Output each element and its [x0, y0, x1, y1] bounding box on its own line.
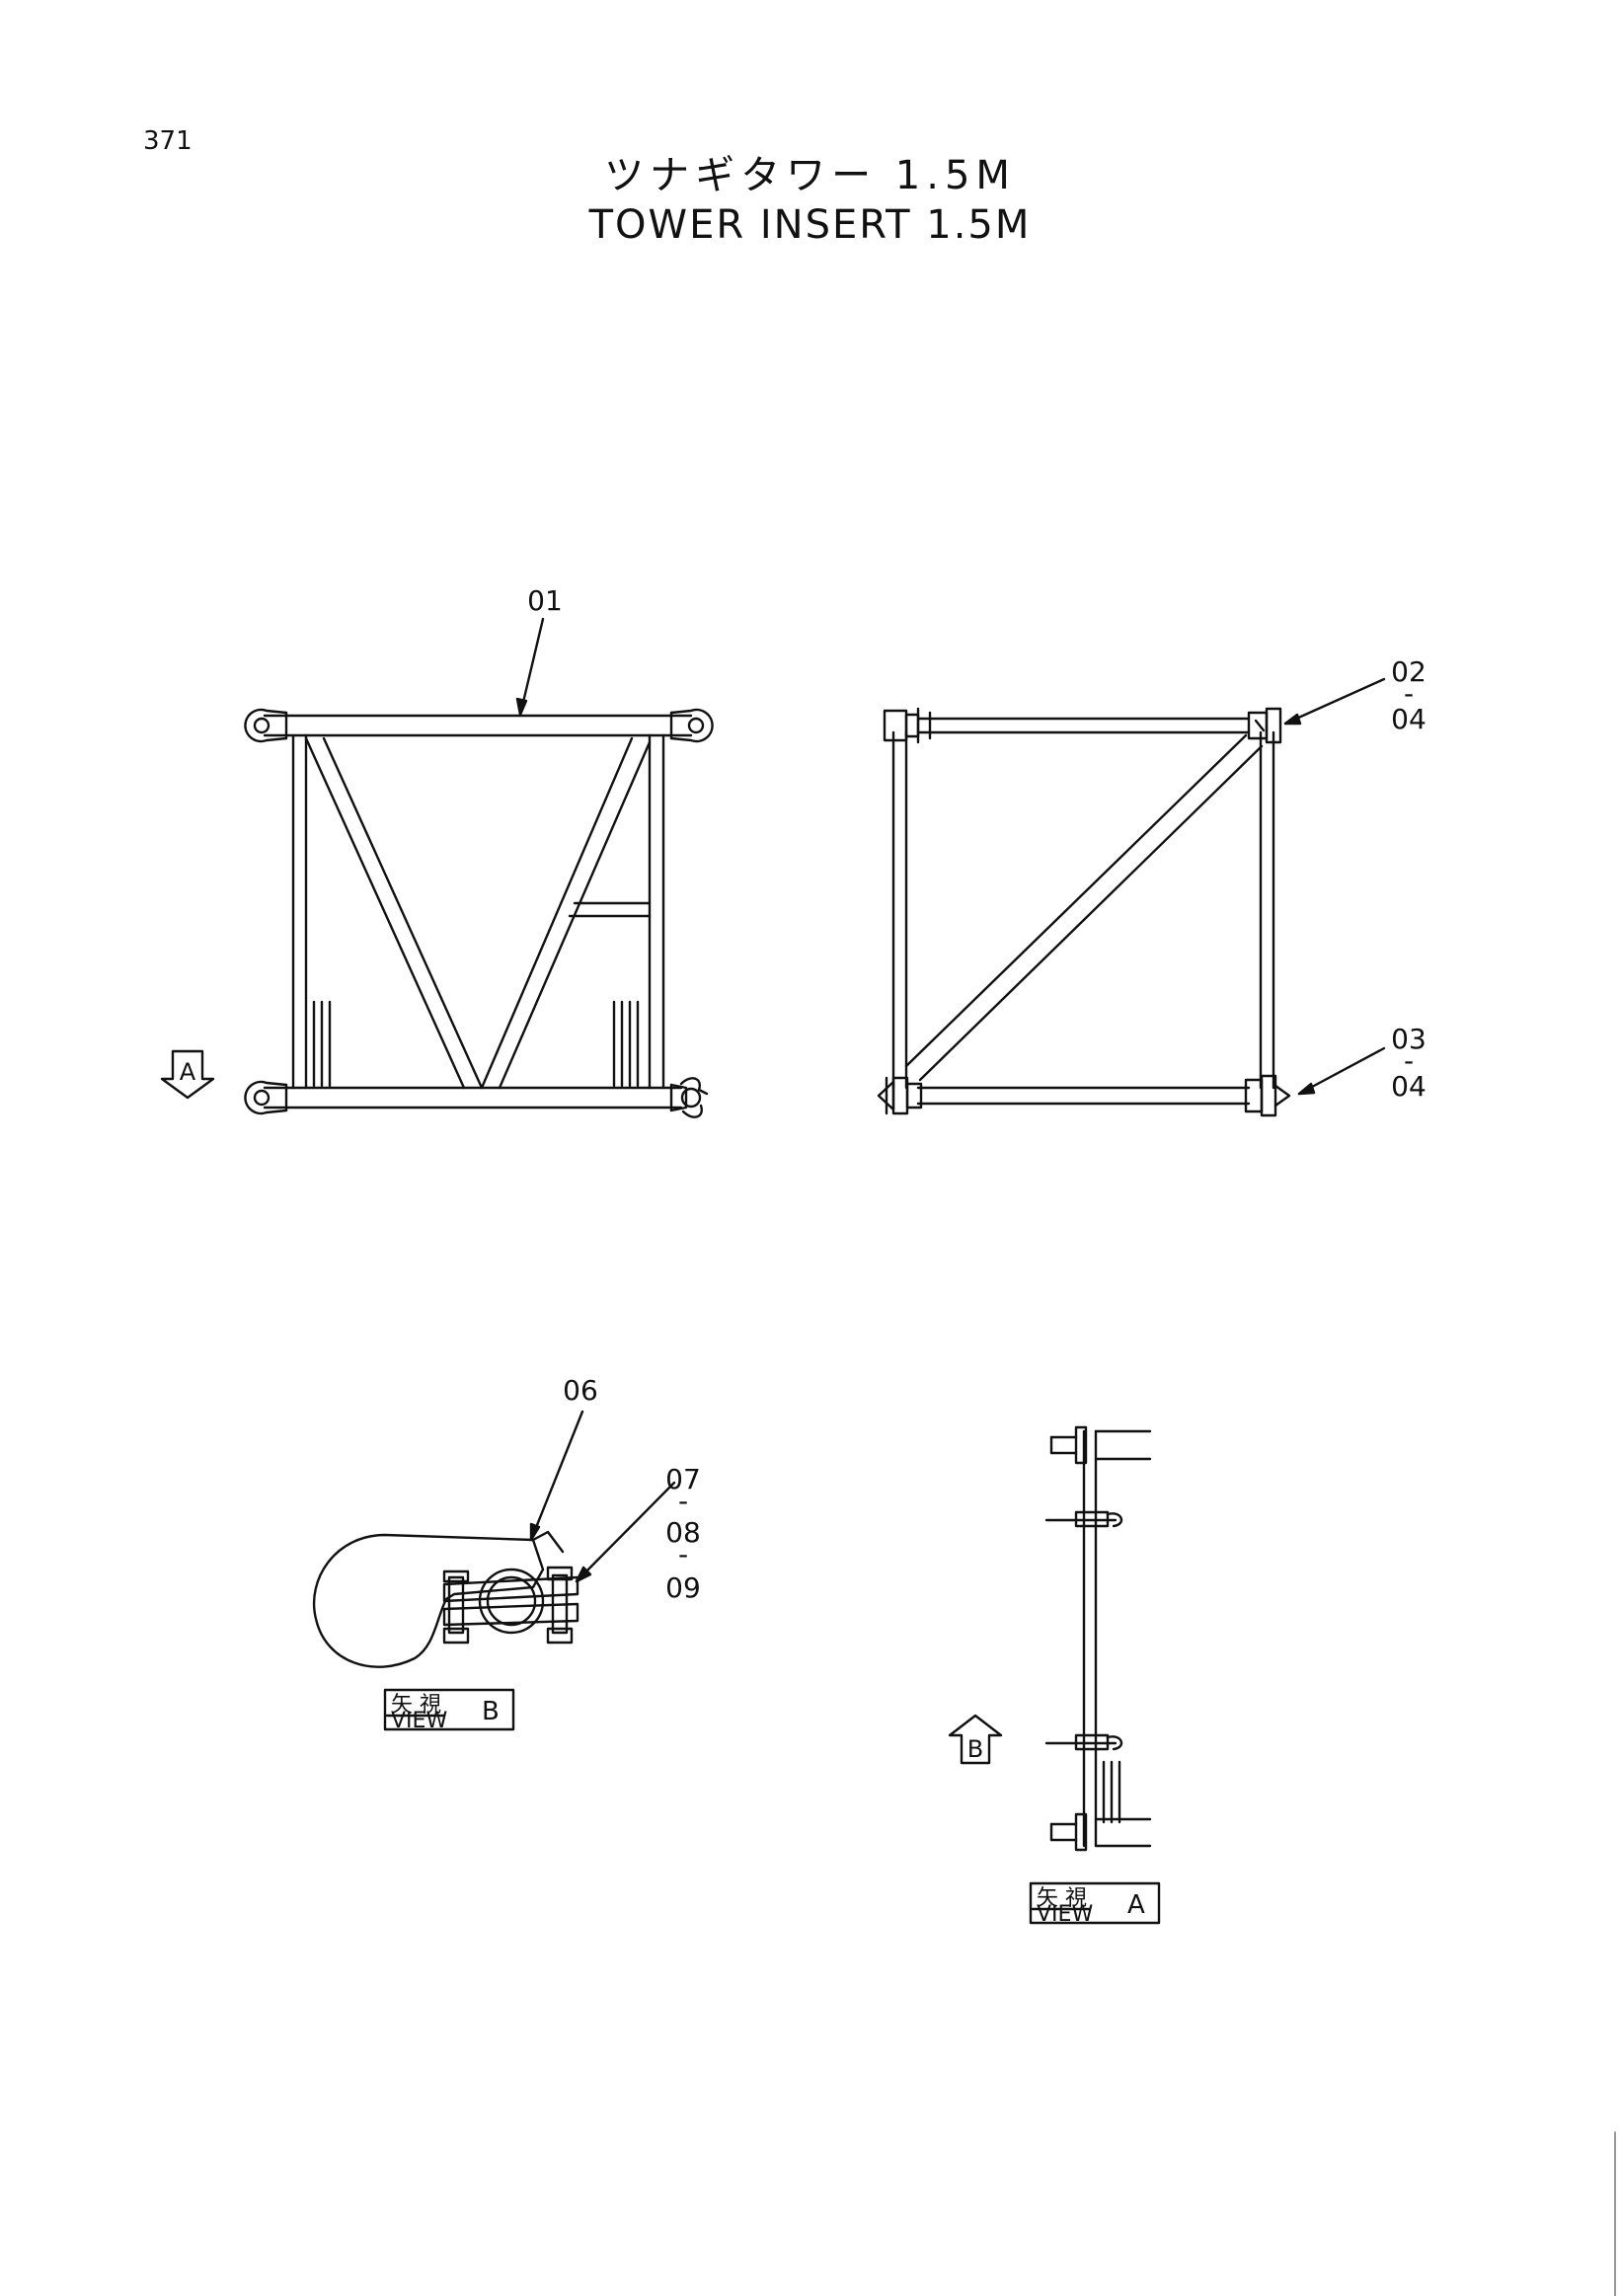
leader-07 [575, 1481, 676, 1583]
view-b-arrow-letter: B [967, 1735, 983, 1763]
view-a-arrow [160, 1049, 215, 1100]
leader-01 [518, 617, 545, 717]
callout-dash-08: - [678, 1538, 688, 1570]
view-b-kanji: 矢 視 [391, 1693, 441, 1718]
callout-04-lower: 04 [1391, 1070, 1427, 1103]
callout-07: 07 [665, 1463, 701, 1495]
view-a-letter: A [1127, 1890, 1145, 1920]
callout-dash-03: - [1404, 1044, 1414, 1077]
view-b-label-box [383, 1688, 515, 1731]
callout-01: 01 [527, 584, 563, 617]
leader-02 [1283, 677, 1386, 726]
callout-03: 03 [1391, 1023, 1427, 1055]
page-number: 371 [143, 126, 193, 156]
callout-09: 09 [665, 1571, 701, 1604]
view-a-arrow-letter: A [180, 1058, 196, 1086]
callout-02: 02 [1391, 655, 1427, 688]
callout-dash-07: - [678, 1485, 688, 1517]
page-title-english: TOWER INSERT 1.5M [588, 202, 1032, 248]
view-b-arrow [948, 1714, 1003, 1765]
view-a-kanji: 矢 視 [1037, 1886, 1087, 1911]
view-b-letter: B [482, 1697, 500, 1726]
callout-06: 06 [563, 1374, 598, 1407]
page-title-japanese: ツナギタワー 1.5M [604, 153, 1016, 198]
view-a-label-box [1029, 1881, 1161, 1925]
view-b-word: VIEW [391, 1709, 447, 1733]
front-view-frame [244, 708, 714, 1118]
view-a-word: VIEW [1037, 1902, 1093, 1927]
leader-03 [1297, 1046, 1386, 1096]
callout-04-upper: 04 [1391, 703, 1427, 735]
callout-08: 08 [665, 1516, 701, 1549]
leader-06 [529, 1410, 584, 1542]
view-b-clamp [312, 1530, 579, 1668]
view-a-detail [1044, 1425, 1152, 1852]
side-view-frame [877, 707, 1291, 1117]
callout-dash-02: - [1404, 677, 1414, 710]
